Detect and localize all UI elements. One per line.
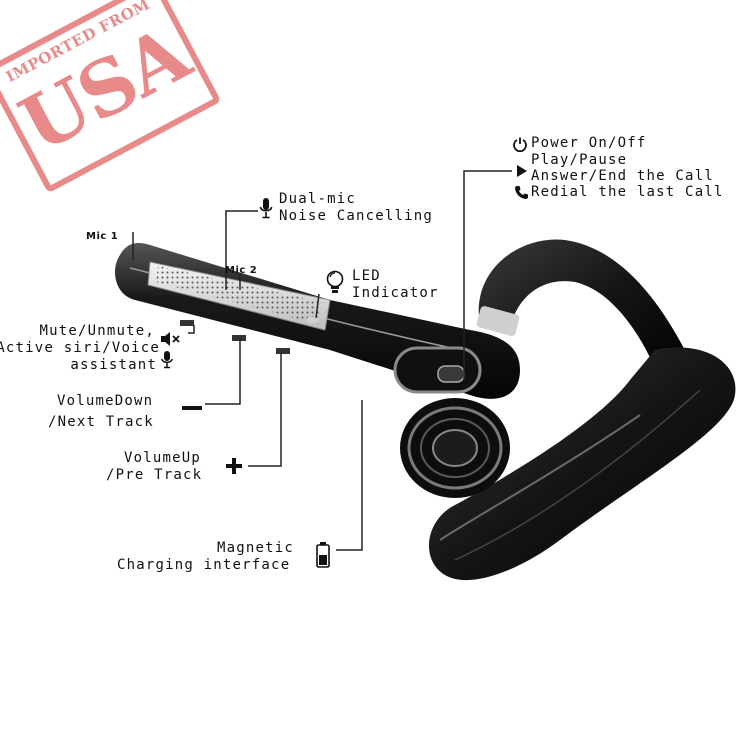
play-pause-label: Play/Pause — [531, 152, 628, 168]
volume-down-label: VolumeDown — [57, 393, 154, 409]
play-icon — [516, 163, 528, 177]
indicator-label: Indicator — [352, 285, 439, 301]
bulb-icon — [326, 270, 344, 296]
siri-microphone-icon — [160, 350, 174, 370]
power-on-off-label: Power On/Off — [531, 135, 647, 151]
mic2-label: Mic 2 — [225, 265, 258, 276]
answer-end-call-label: Answer/End the Call — [531, 168, 714, 184]
magnetic-label: Magnetic — [217, 540, 295, 556]
led-window — [307, 317, 319, 323]
mute-unmute-label: Mute/Unmute, — [39, 323, 155, 339]
mfb-panel — [393, 346, 482, 394]
mfb-button — [437, 365, 465, 383]
outer-body — [428, 347, 736, 581]
mic1-label: Mic 1 — [86, 231, 119, 242]
redial-label: Redial the last Call — [531, 184, 724, 200]
pre-track-label: /Pre Track — [106, 467, 203, 483]
power-icon — [512, 136, 528, 153]
noise-cancelling-label: Noise Cancelling — [279, 208, 434, 224]
assistant-label: assistant — [70, 357, 157, 373]
microphone-icon — [258, 197, 274, 221]
dual-mic-label: Dual-mic — [279, 191, 357, 207]
led-label: LED — [352, 268, 381, 284]
ear-hook — [478, 239, 690, 380]
hook-ring — [476, 306, 520, 336]
next-track-label: /Next Track — [48, 414, 154, 430]
charging-interface-label: Charging interface — [117, 557, 291, 573]
phone-icon — [514, 185, 529, 200]
plus-icon — [226, 458, 242, 474]
active-siri-label: Active siri/Voice — [0, 340, 160, 356]
minus-icon — [182, 397, 202, 410]
leader-lines — [132, 170, 512, 551]
battery-icon — [316, 542, 330, 568]
volume-up-label: VolumeUp — [124, 450, 202, 466]
speaker-mute-icon — [160, 331, 182, 347]
